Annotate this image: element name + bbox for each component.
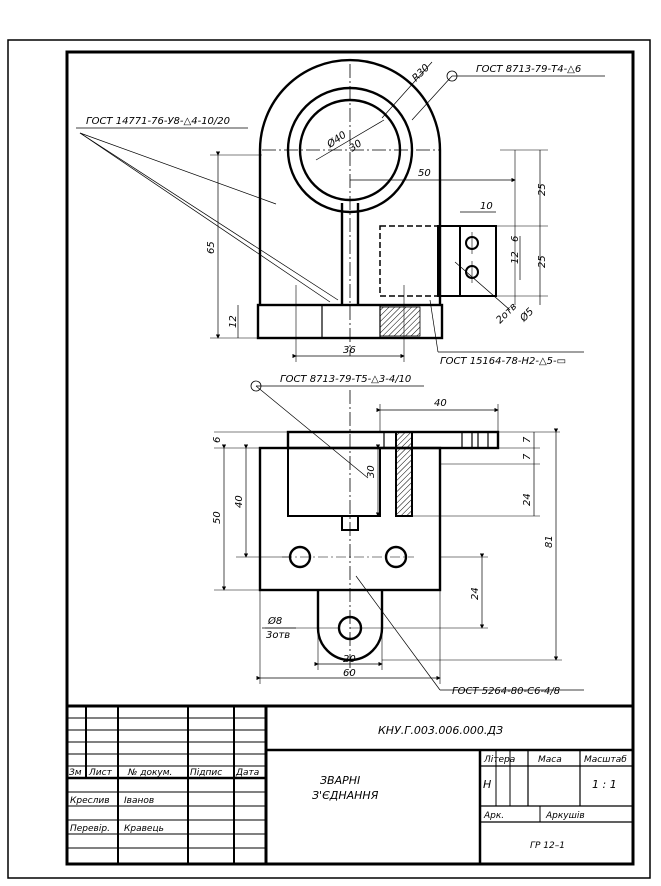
note-gost-h2: ГОСТ 15164-78-Н2-△5-▭ <box>440 356 566 367</box>
dim-40-side: 40 <box>234 495 245 508</box>
dim-65: 65 <box>206 241 217 254</box>
dim-12-bracket: 12 <box>510 251 521 264</box>
annotations: R30 Ø40 30 50 25 10 6 12 25 65 12 36 Ø5 … <box>86 62 581 697</box>
note-gost-u8: ГОСТ 14771-76-У8-△4-10/20 <box>86 116 230 127</box>
note-gost-t4: ГОСТ 8713-79-Т4-△6 <box>476 64 581 75</box>
sheets-label: Аркушів <box>545 811 585 821</box>
dim-7-lower: 7 <box>522 453 533 460</box>
scale-value: 1 : 1 <box>592 778 617 791</box>
dim-10: 10 <box>480 201 493 212</box>
dim-hole-count-bottom: 3отв <box>266 630 290 641</box>
litera-label: Літера <box>483 755 515 765</box>
col-list: Лист <box>88 768 113 778</box>
dim-40-top: 40 <box>434 398 447 409</box>
dim-25-upper: 25 <box>537 183 548 196</box>
doc-code: КНУ.Г.003.006.000.ДЗ <box>378 724 503 737</box>
dim-7-upper: 7 <box>522 436 533 443</box>
top-view <box>76 58 605 362</box>
title-line-1: ЗВАРНІ <box>320 774 360 787</box>
dim-25-lower: 25 <box>537 255 548 268</box>
dim-36: 36 <box>343 345 356 356</box>
note-gost-t5: ГОСТ 8713-79-Т5-△3-4/10 <box>280 374 411 385</box>
title-block <box>67 704 633 864</box>
dim-60: 60 <box>343 668 356 679</box>
scale-label: Масштаб <box>584 755 627 765</box>
dim-20: 20 <box>343 654 356 665</box>
col-sign: Підпис <box>190 768 222 778</box>
dim-6-side: 6 <box>212 437 223 443</box>
dim-30: 30 <box>366 465 377 478</box>
sheet-label: Арк. <box>483 811 504 821</box>
mass-label: Маса <box>538 755 562 765</box>
drawing-frame <box>65 50 635 866</box>
group-code: ГР 12–1 <box>530 841 565 851</box>
note-gost-c6: ГОСТ 5264-80-С6-4/8 <box>452 686 560 697</box>
dim-hole-d8: Ø8 <box>267 615 282 627</box>
dim-12-base: 12 <box>228 315 239 328</box>
col-doc: № докум. <box>127 768 172 778</box>
dim-50-side: 50 <box>212 511 223 524</box>
dim-hole-count-top: 2отв <box>494 301 519 326</box>
dim-6: 6 <box>510 236 521 242</box>
dim-hole-d5: Ø5 <box>517 306 536 325</box>
row-checked-label: Перевір. <box>70 824 110 834</box>
dim-24-right: 24 <box>522 493 533 506</box>
dim-24-lug: 24 <box>470 587 481 600</box>
col-zm: Зм <box>69 768 82 778</box>
row-drawn-label: Креслив <box>70 796 110 806</box>
dim-50: 50 <box>418 168 431 179</box>
dim-81: 81 <box>544 535 555 548</box>
title-line-2: З'ЄДНАННЯ <box>312 789 379 802</box>
title-block-text: КНУ.Г.003.006.000.ДЗ ЗВАРНІ З'ЄДНАННЯ Зм… <box>69 724 627 851</box>
litera-value: Н <box>483 778 491 791</box>
front-view <box>214 380 584 691</box>
row-checked-name: Кравець <box>124 824 164 834</box>
col-date: Дата <box>235 768 259 778</box>
outer-border <box>7 39 651 879</box>
row-drawn-name: Іванов <box>124 796 154 806</box>
